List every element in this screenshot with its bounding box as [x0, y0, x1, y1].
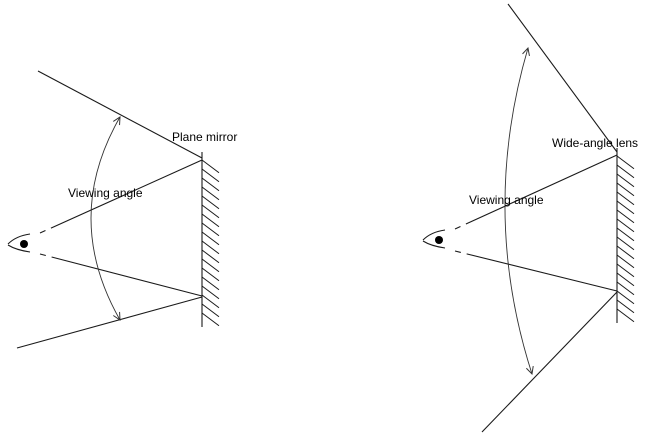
plane-mirror-hatch-mark	[201, 168, 220, 183]
plane-mirror-hatch-mark	[201, 195, 220, 210]
plane-mirror-hatch-mark	[201, 204, 220, 219]
viewing-angle-arc-right	[504, 48, 532, 374]
wide-angle-lens-hatch-mark	[616, 263, 635, 278]
plane-mirror-label: Plane mirror	[172, 130, 237, 144]
mirror-hatching-left	[201, 159, 220, 327]
viewing-angle-label-left: Viewing angle	[68, 186, 143, 200]
eye-icon-left	[7, 233, 31, 253]
wide-angle-lens-label: Wide-angle lens	[552, 136, 638, 150]
reflected-ray-lower-right	[481, 291, 618, 433]
wide-angle-lens-hatch-mark	[616, 155, 635, 170]
plane-mirror-hatch-mark	[201, 267, 220, 282]
reflected-ray-upper-left	[37, 70, 203, 159]
wide-angle-lens-hatch-mark	[616, 281, 635, 296]
viewing-angle-arc-left	[90, 117, 120, 320]
wide-angle-lens-hatch-mark	[616, 164, 635, 179]
wide-angle-lens-hatch-mark	[616, 308, 635, 323]
plane-mirror-hatch-mark	[201, 231, 220, 246]
sight-line-lower-right	[454, 250, 618, 292]
lens-hatching-right	[616, 155, 635, 323]
sight-line-lower-left	[39, 253, 203, 297]
wide-angle-lens-hatch-mark	[616, 218, 635, 233]
plane-mirror-hatch-mark	[201, 177, 220, 192]
sight-line-upper-left	[39, 159, 203, 234]
plane-mirror-hatch-mark	[201, 159, 220, 174]
plane-mirror-hatch-mark	[201, 258, 220, 273]
wide-angle-lens-hatch-mark	[616, 236, 635, 251]
plane-mirror-hatch-mark	[201, 213, 220, 228]
plane-mirror-diagram: Plane mirror Viewing angle	[7, 70, 237, 349]
wide-angle-lens-hatch-mark	[616, 182, 635, 197]
eye-icon-right	[422, 229, 446, 249]
reflected-ray-upper-right	[507, 3, 618, 153]
wide-angle-lens-hatch-mark	[616, 173, 635, 188]
plane-mirror-hatch-mark	[201, 276, 220, 291]
wide-angle-lens-hatch-mark	[616, 191, 635, 206]
plane-mirror-hatch-mark	[201, 222, 220, 237]
wide-angle-lens-hatch-mark	[616, 227, 635, 242]
plane-mirror-hatch-mark	[201, 303, 220, 318]
wide-angle-lens-hatch-mark	[616, 209, 635, 224]
plane-mirror-hatch-mark	[201, 249, 220, 264]
plane-mirror-hatch-mark	[201, 285, 220, 300]
wide-angle-lens-hatch-mark	[616, 290, 635, 305]
wide-angle-lens-hatch-mark	[616, 272, 635, 287]
viewing-angle-label-right: Viewing angle	[469, 193, 544, 207]
plane-mirror-hatch-mark	[201, 294, 220, 309]
sight-line-upper-right	[454, 154, 618, 230]
plane-mirror-hatch-mark	[201, 186, 220, 201]
wide-angle-lens-hatch-mark	[616, 245, 635, 260]
plane-mirror-hatch-mark	[201, 240, 220, 255]
wide-angle-lens-hatch-mark	[616, 254, 635, 269]
wide-angle-lens-hatch-mark	[616, 299, 635, 314]
plane-mirror-hatch-mark	[201, 312, 220, 327]
wide-angle-lens-diagram: Wide-angle lens Viewing angle	[422, 3, 638, 433]
wide-angle-lens-hatch-mark	[616, 200, 635, 215]
reflected-ray-lower-left	[16, 296, 203, 349]
